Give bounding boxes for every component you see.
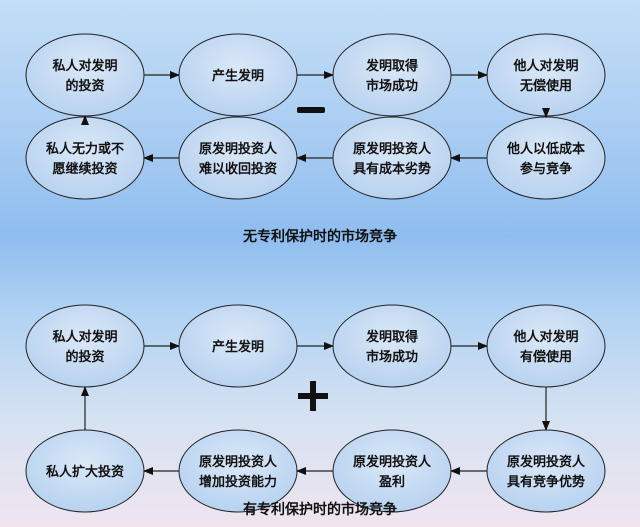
cycle-diagram-without-patent: 私人对发明的投资产生发明发明取得市场成功他人对发明无偿使用私人无力或不愿继续投资… — [25, 33, 606, 245]
node-label: 产生发明 — [212, 68, 264, 84]
node-ellipse — [25, 116, 145, 200]
node-label: 原发明投资人 — [507, 454, 586, 470]
diagram-title: 有专利保护时的市场竞争 — [243, 501, 397, 518]
node-label: 私人扩大投资 — [46, 464, 124, 480]
node-ellipse — [332, 304, 452, 388]
node-ellipse — [178, 429, 298, 513]
node-ellipse — [486, 304, 606, 388]
node-label: 原发明投资人 — [199, 454, 278, 470]
node-label: 有偿使用 — [520, 349, 572, 365]
node-label: 盈利 — [378, 474, 405, 490]
plus-icon — [298, 381, 328, 411]
node-ellipse — [486, 429, 606, 513]
node-ellipse — [332, 116, 452, 200]
node-label: 难以收回投资 — [198, 161, 277, 177]
node-label: 的投资 — [65, 78, 104, 94]
node-label: 发明取得 — [365, 58, 418, 74]
node-label: 无偿使用 — [519, 78, 572, 94]
node-label: 发明取得 — [365, 329, 418, 345]
node-ellipse — [25, 33, 145, 117]
node-label: 原发明投资人 — [353, 141, 432, 157]
node-ellipse — [486, 116, 606, 200]
node-label: 他人对发明 — [512, 329, 578, 345]
node-ellipse — [332, 429, 452, 513]
node-label: 具有成本劣势 — [353, 161, 431, 177]
node-label: 私人无力或不 — [46, 141, 124, 157]
node-label: 私人对发明 — [52, 58, 117, 74]
node-label: 的投资 — [65, 349, 104, 365]
node-label: 他人以低成本 — [506, 141, 585, 157]
node-label: 具有竞争优势 — [507, 474, 585, 490]
node-label: 原发明投资人 — [199, 141, 278, 157]
node-label: 产生发明 — [212, 339, 264, 355]
node-ellipse — [486, 33, 606, 117]
node-label: 私人对发明 — [52, 329, 117, 345]
node-ellipse — [178, 116, 298, 200]
node: 产生发明 — [178, 33, 298, 117]
minus-icon — [297, 107, 325, 113]
node-ellipse — [332, 33, 452, 117]
node-label: 原发明投资人 — [353, 454, 432, 470]
node-label: 愿继续投资 — [52, 161, 117, 177]
diagram-title: 无专利保护时的市场竞争 — [242, 228, 397, 245]
node: 私人扩大投资 — [25, 429, 145, 513]
node-label: 市场成功 — [366, 78, 418, 94]
node-label: 参与竞争 — [520, 161, 572, 177]
node-ellipse — [25, 304, 145, 388]
node-label: 他人对发明 — [512, 58, 578, 74]
node-label: 市场成功 — [366, 349, 418, 365]
cycle-diagram-with-patent: 私人对发明的投资产生发明发明取得市场成功他人对发明有偿使用私人扩大投资原发明投资… — [25, 304, 606, 518]
node: 产生发明 — [178, 304, 298, 388]
node-label: 增加投资能力 — [199, 474, 277, 490]
